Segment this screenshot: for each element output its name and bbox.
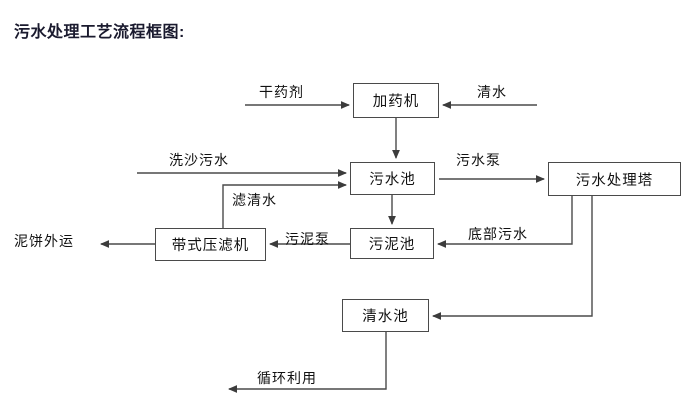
node-clear-water-pool[interactable]: 清水池 [342,299,429,332]
edge-label-recycle-reuse: 循环利用 [257,370,317,386]
node-label: 带式压滤机 [171,238,250,254]
edge-label-filtered-water: 滤清水 [232,192,277,208]
edge-tower-to-sludge-bottom [437,196,573,248]
edge-tower-to-clearwater [432,196,593,320]
edge-clearwater-to-recycle [228,332,387,393]
edge-label-dry-agent: 干药剂 [259,84,304,100]
edge-label-wash-sand-wastewater: 洗沙污水 [169,152,229,168]
node-label: 污泥池 [368,237,416,253]
node-label: 清水池 [362,309,409,325]
edge-press-to-sewage-filtered [222,181,347,228]
node-sludge-pool[interactable]: 污泥池 [350,228,434,259]
edge-label-bottom-sewage: 底部污水 [468,226,528,242]
edge-label-sludge-pump: 污泥泵 [285,231,330,247]
node-dosing-machine[interactable]: 加药机 [353,83,439,118]
edge-label-mud-cake-transport: 泥饼外运 [14,233,74,249]
node-label: 污水处理塔 [575,172,654,189]
node-sewage-pool[interactable]: 污水池 [350,162,435,195]
node-treatment-tower[interactable]: 污水处理塔 [548,162,681,196]
page-title: 污水处理工艺流程框图: [14,24,185,41]
node-label: 加药机 [372,94,420,110]
node-belt-filter-press[interactable]: 带式压滤机 [155,228,266,261]
node-label: 污水池 [369,172,416,188]
edge-label-sewage-pump: 污水泵 [456,152,501,168]
edge-label-clean-water: 清水 [477,84,507,100]
